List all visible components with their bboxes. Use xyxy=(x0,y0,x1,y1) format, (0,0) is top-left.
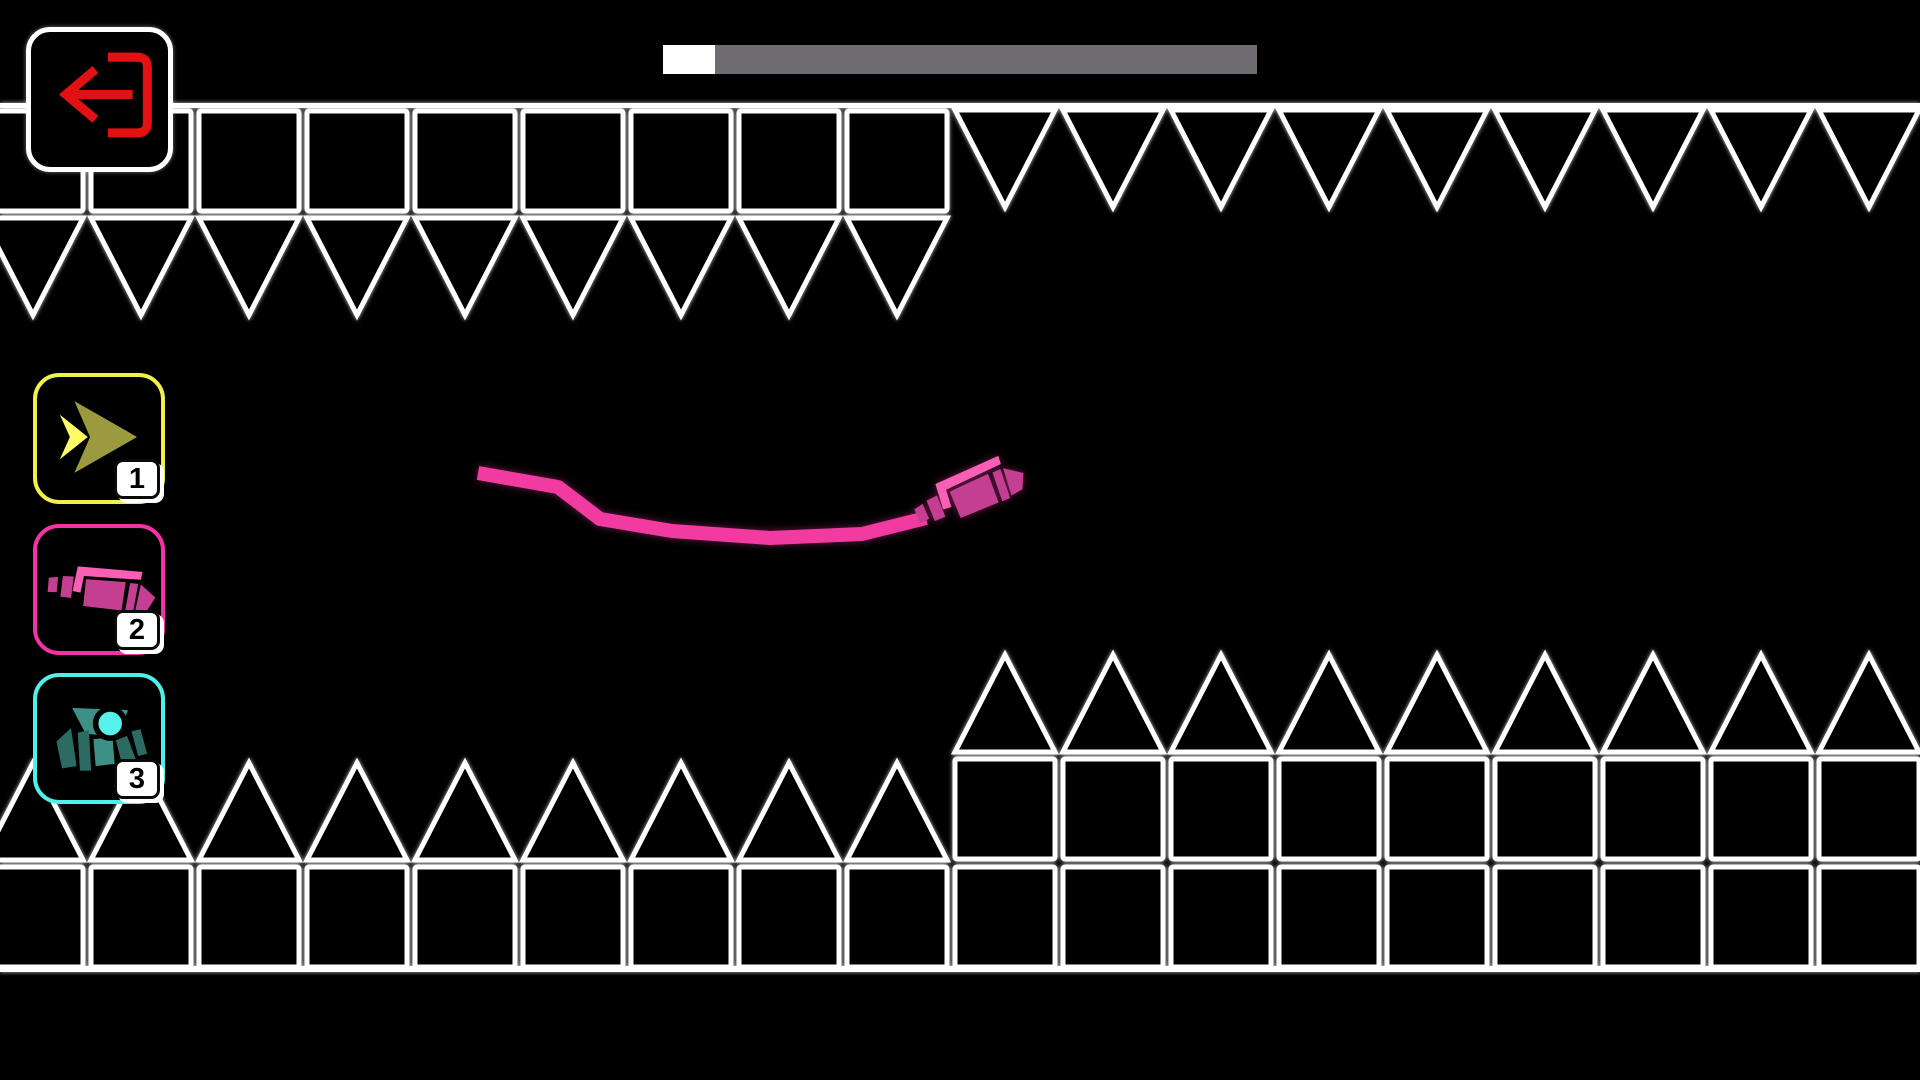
spider-orb xyxy=(92,706,128,741)
player-ship xyxy=(906,450,1031,531)
mode-slot-wave[interactable]: 1 xyxy=(33,373,165,504)
progress-fill xyxy=(663,45,716,74)
slot-badge: 3 xyxy=(114,759,160,799)
progress-bar xyxy=(663,45,1257,74)
wave-arrow-icon xyxy=(59,401,138,473)
slot-badge: 2 xyxy=(114,610,160,650)
player-trail xyxy=(476,466,928,545)
exit-arrow-icon xyxy=(58,52,152,138)
exit-button[interactable] xyxy=(26,27,173,172)
mode-slot-ship[interactable]: 2 xyxy=(33,524,165,655)
mode-slot-spider[interactable]: 3 xyxy=(33,673,165,804)
slot-badge: 1 xyxy=(114,459,160,499)
spider-icon xyxy=(56,706,148,771)
